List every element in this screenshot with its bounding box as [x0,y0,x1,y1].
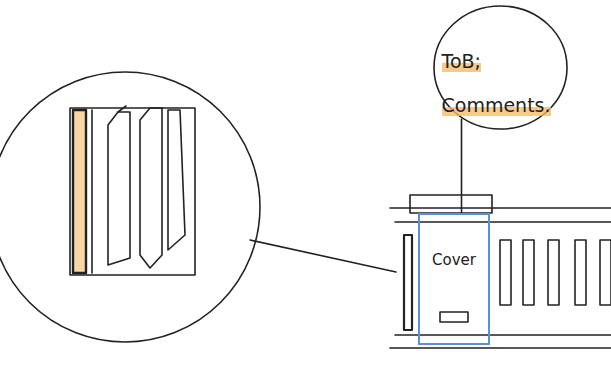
page-sheet [140,108,162,268]
divider-tab [500,240,511,305]
divider-tab [575,240,586,305]
divider-tab [523,240,534,305]
text-wrap: ToB; Comments. [442,39,560,127]
bubble-outline [433,5,568,130]
zoom-circle [0,72,260,342]
speech-bubble: ToB; Comments. [433,5,568,130]
cover-label-slot [440,312,468,322]
shelf-line [395,334,611,336]
spine-line [91,110,93,273]
cover-cap [410,195,492,213]
bubble-tail [461,119,462,213]
divider-tab [548,240,559,305]
comment-text: ToB; Comments. [442,50,551,116]
shelf-line [390,347,611,349]
page-edge [118,106,126,112]
page-sheet [168,110,185,250]
cover-box: Cover [418,213,490,345]
page-sheet [108,112,130,265]
binder-outline [70,108,195,275]
cover-label: Cover [432,251,476,269]
shelf-line [390,207,611,209]
text-wrap: Cover [432,251,476,269]
shelf-line [395,221,611,223]
binder-edge [404,235,412,330]
leader-line [250,240,396,272]
divider-tab [600,240,611,305]
highlighted-spine [73,110,86,273]
